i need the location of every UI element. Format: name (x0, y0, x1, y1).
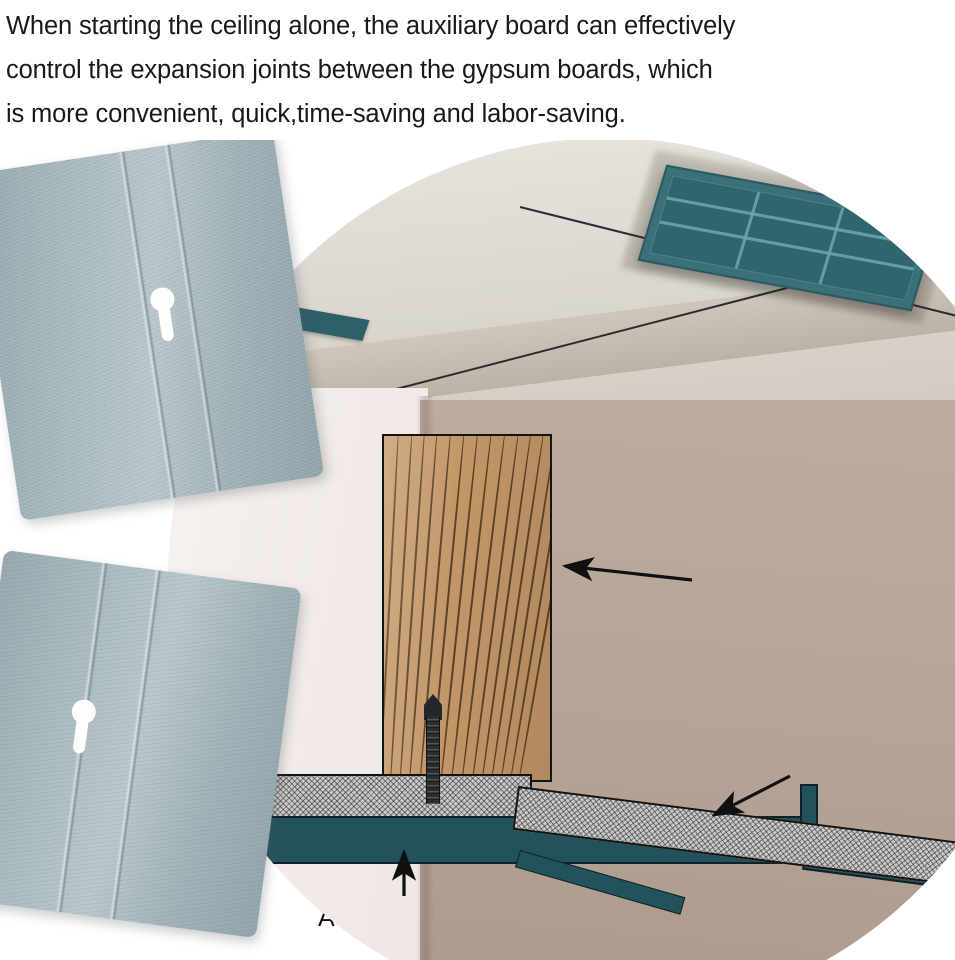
headline-line-3: is more convenient, quick,time-saving an… (6, 100, 626, 128)
screw-tip (424, 694, 442, 720)
vent-bar (734, 192, 761, 269)
plate-surface (0, 549, 302, 939)
product-plate-bottom (0, 549, 302, 939)
drywall-screw (424, 694, 442, 804)
vent-bar (659, 220, 915, 271)
screw-thread (426, 716, 440, 804)
wood-shading (384, 436, 550, 780)
product-plate-top (0, 129, 325, 521)
wooden-square (382, 434, 552, 782)
vent-bar (818, 207, 845, 285)
headline-text-block: When starting the ceiling alone, the aux… (0, 0, 955, 140)
headline-line-2: control the expansion joints between the… (6, 56, 713, 84)
plate-surface (0, 129, 325, 521)
headline-line-1: When starting the ceiling alone, the aux… (6, 12, 736, 40)
